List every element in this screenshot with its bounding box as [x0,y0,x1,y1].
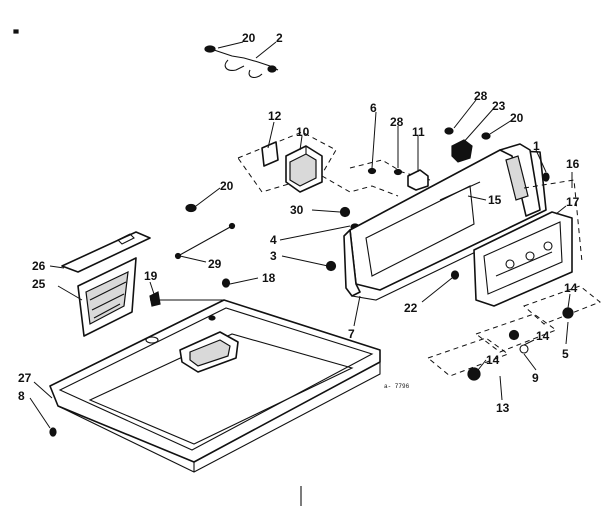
callout-2: 2 [276,31,283,45]
callout-18: 18 [262,271,276,285]
callout-14: 14 [486,353,500,367]
part-lint-screen-25 [77,257,137,337]
callout-17: 17 [566,195,580,209]
callout-26: 26 [32,259,46,273]
part-control-board [473,211,573,307]
callout-12: 12 [268,109,282,123]
callout-14: 14 [564,281,578,295]
callout-19: 19 [144,269,158,283]
part-clip-11 [407,169,429,191]
callout-10: 10 [296,125,310,139]
part-rod-29-end-2 [228,222,236,230]
callout-20: 20 [510,111,524,125]
part-rod-29-end [174,252,182,260]
part-top-cabinet [49,299,381,473]
part-switch-bracket [237,131,337,193]
callout-28: 28 [390,115,404,129]
callout-25: 25 [32,277,46,291]
callout-4: 4 [270,233,277,247]
callout-6: 6 [370,101,377,115]
part-wire-harness [204,45,279,79]
callout-28: 28 [474,89,488,103]
callout-30: 30 [290,203,304,217]
part-plate-13 [426,337,510,381]
part-rod-29 [177,225,233,257]
callout-23: 23 [492,99,506,113]
callout-1: 1 [533,139,540,153]
callout-13: 13 [496,401,510,415]
callout-16: 16 [566,157,580,171]
callout-20: 20 [220,179,234,193]
callout-14: 14 [536,329,550,343]
part-lid-26 [61,231,151,273]
part-plate-5 [523,285,601,325]
part-switch-19 [149,291,161,307]
callout-3: 3 [270,249,277,263]
callout-9: 9 [532,371,539,385]
callout-11: 11 [412,125,425,139]
diagram-reference-code: a- 7796 [384,383,410,390]
part-screw-8 [49,427,57,437]
callout-7: 7 [348,327,355,341]
callout-labels: 20 2 12 10 6 28 11 28 23 20 1 16 15 17 2… [18,31,580,415]
callout-27: 27 [18,371,32,385]
connector-dash [321,175,399,197]
part-connector-23 [451,139,473,163]
callout-5: 5 [562,347,569,361]
leader-lines [29,41,573,429]
callout-29: 29 [208,257,222,271]
corner-mark [13,29,19,34]
callout-20: 20 [242,31,256,45]
part-console-panel [343,143,547,301]
callout-8: 8 [18,389,25,403]
callout-22: 22 [404,301,418,315]
callout-15: 15 [488,193,502,207]
